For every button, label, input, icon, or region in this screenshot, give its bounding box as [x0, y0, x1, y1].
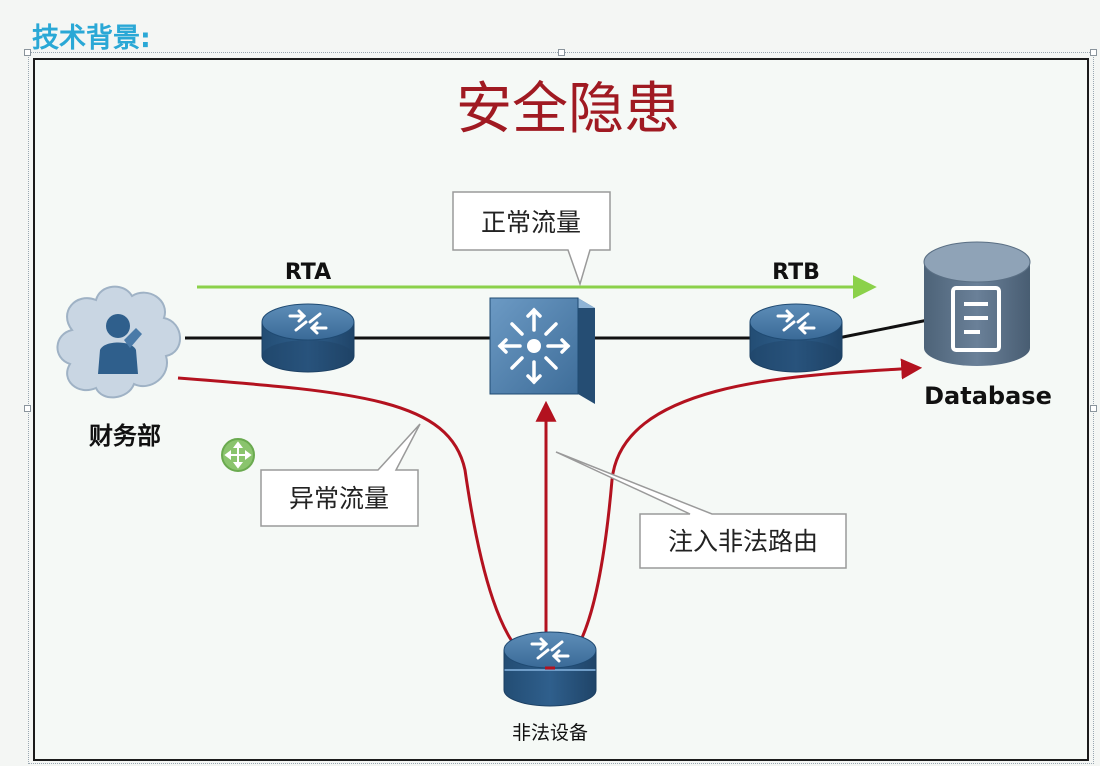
database-label: Database [924, 382, 1052, 410]
resize-handle-top-center[interactable] [558, 49, 565, 56]
link-rtb-database [837, 318, 929, 340]
section-heading: 技术背景: [32, 23, 151, 54]
callout-normal-traffic-text: 正常流量 [481, 208, 581, 237]
callout-normal-traffic: 正常流量 [452, 191, 611, 287]
illegal-device-label: 非法设备 [512, 722, 588, 744]
router-rta-icon [261, 303, 355, 373]
abnormal-path-right [554, 358, 923, 670]
layer3-switch-icon [489, 297, 595, 404]
illegal-router-icon [503, 631, 597, 707]
callout-inject-route-text: 注入非法路由 [668, 527, 818, 556]
resize-handle-middle-right[interactable] [1090, 405, 1097, 412]
finance-user-icon [56, 285, 181, 399]
move-cursor-icon[interactable] [221, 438, 255, 472]
resize-handle-middle-left[interactable] [24, 405, 31, 412]
rta-label: RTA [285, 260, 331, 285]
database-icon [923, 241, 1031, 366]
callout-abnormal-traffic-text: 异常流量 [289, 484, 389, 513]
rtb-label: RTB [772, 260, 820, 285]
abnormal-path-left [177, 376, 546, 670]
resize-handle-top-left[interactable] [24, 49, 31, 56]
slide-title: 安全隐患 [456, 77, 680, 142]
resize-handle-top-right[interactable] [1090, 49, 1097, 56]
callout-inject-route: 注入非法路由 [555, 451, 847, 569]
router-rtb-icon [749, 303, 843, 373]
callout-abnormal-traffic: 异常流量 [260, 423, 421, 527]
finance-label: 财务部 [89, 422, 161, 450]
